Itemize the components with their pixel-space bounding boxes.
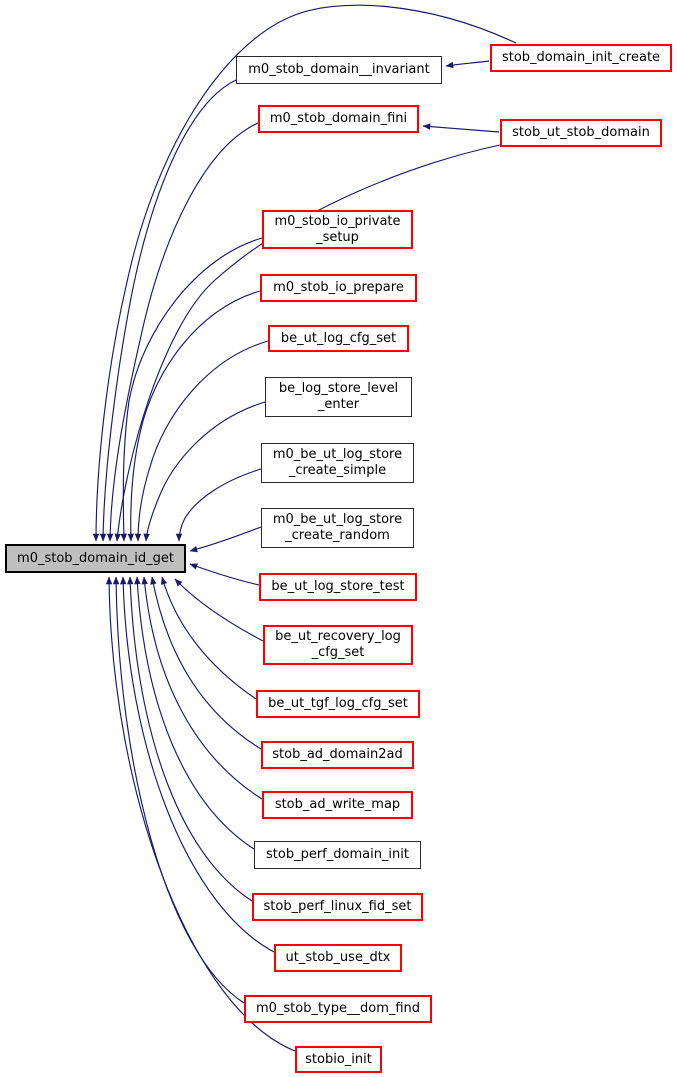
node-label: m0_stob_domain_fini [269, 111, 408, 126]
node-m0-stob-domain-fini[interactable]: m0_stob_domain_fini [258, 105, 419, 133]
edge-be-log-store-level-enter-to-center [143, 401, 266, 542]
edge-stobio-init-to-center [105, 576, 296, 1052]
node-label: ut_stob_use_dtx [285, 950, 391, 965]
node-m0-stob-type--dom-find[interactable]: m0_stob_type__dom_find [244, 995, 432, 1023]
edge-stob-ad-write-map-to-center [141, 576, 263, 800]
node-be-ut-tgf-log-cfg-set[interactable]: be_ut_tgf_log_cfg_set [256, 690, 420, 718]
node-label: stob_ad_write_map [274, 797, 401, 812]
edge-ut-stob-use-dtx-to-center [119, 576, 275, 953]
edge-stob-perf-linux-fid-set-to-center [127, 576, 253, 902]
node-label: m0_be_ut_log_store [272, 512, 403, 527]
node-label: be_ut_log_cfg_set [280, 330, 397, 346]
edge-m0-stob-io-prepare-to-center [127, 290, 261, 542]
node-m0-be-ut-log-store-create-random[interactable]: m0_be_ut_log_store _create_random [261, 508, 414, 548]
node-ut-stob-use-dtx[interactable]: ut_stob_use_dtx [274, 944, 402, 972]
node-label: stobio_init [305, 1051, 372, 1067]
node-label: be_ut_tgf_log_cfg_set [268, 696, 408, 711]
node-m0-be-ut-log-store-create-simple[interactable]: m0_be_ut_log_store _create_simple [261, 443, 414, 483]
edge-be-ut-tgf-log-cfg-set-to-center [160, 576, 257, 700]
edge-m0-stob-type--dom-find-to-center [112, 576, 245, 1004]
node-be-log-store-level-enter[interactable]: be_log_store_level _enter [265, 377, 412, 417]
edge-stob-perf-domain-init-to-center [134, 576, 255, 850]
edge-m0-stob-io-private-setup-to-center [120, 237, 263, 542]
edge-m0-stob-domain--invariant-to-center [99, 79, 237, 542]
node-label: stob_perf_domain_init [266, 847, 409, 862]
node-label: m0_stob_type__dom_find [255, 1001, 421, 1016]
node-label: stob_ut_stob_domain [512, 125, 650, 140]
edge-be-ut-log-store-test-to-center [189, 563, 260, 586]
edge-stob-ad-domain2ad-to-center [150, 576, 262, 750]
node-label: m0_be_ut_log_store [272, 447, 403, 462]
node-label: be_ut_log_store_test [271, 579, 405, 594]
node-be-ut-log-store-test[interactable]: be_ut_log_store_test [259, 573, 417, 601]
edge-m0-be-ut-log-store-create-simple-to-center [175, 468, 262, 542]
node-m0-stob-domain-id-get: m0_stob_domain_id_get [5, 544, 186, 573]
node-label: _enter [317, 397, 360, 412]
node-be-ut-log-cfg-set[interactable]: be_ut_log_cfg_set [268, 325, 409, 352]
node-stob-ad-write-map[interactable]: stob_ad_write_map [262, 791, 413, 819]
node-label: _setup [316, 229, 359, 245]
edge-stob-domain-init-create-to-invariant [445, 60, 490, 69]
node-label: be_ut_recovery_log [275, 629, 401, 644]
edge-stob-ut-stob-domain-to-center [114, 144, 501, 542]
node-stob-perf-domain-init[interactable]: stob_perf_domain_init [254, 841, 421, 869]
edge-be-ut-log-cfg-set-to-center [134, 340, 269, 542]
node-label: _create_simple [288, 463, 387, 478]
node-m0-stob-domain--invariant[interactable]: m0_stob_domain__invariant [236, 56, 442, 84]
edge-stob-domain-init-create-to-center [92, 4, 517, 542]
node-label: _create_random [285, 528, 390, 543]
edge-m0-be-ut-log-store-create-random-to-center [189, 526, 262, 553]
node-label: _cfg_set [311, 645, 365, 660]
node-label: m0_stob_domain_id_get [17, 550, 174, 566]
edge-m0-stob-domain-fini-to-center [106, 122, 259, 542]
node-stob-domain-init-create[interactable]: stob_domain_init_create [490, 44, 672, 72]
node-label: stob_domain_init_create [501, 50, 661, 65]
node-label: m0_stob_io_private [274, 213, 401, 229]
node-stobio-init[interactable]: stobio_init [295, 1046, 382, 1073]
edge-be-ut-recovery-log-cfg-set-to-center [174, 578, 264, 642]
node-label: m0_stob_io_prepare [273, 280, 404, 295]
node-stob-ut-stob-domain[interactable]: stob_ut_stob_domain [500, 119, 662, 147]
node-label: stob_ad_domain2ad [272, 747, 403, 762]
node-stob-ad-domain2ad[interactable]: stob_ad_domain2ad [261, 741, 414, 769]
node-label: be_log_store_level [278, 381, 399, 396]
node-label: m0_stob_domain__invariant [248, 62, 430, 77]
node-m0-stob-io-prepare[interactable]: m0_stob_io_prepare [260, 274, 417, 302]
edge-stob-ut-stob-domain-to-fini [422, 123, 500, 133]
node-label: stob_perf_linux_fid_set [263, 899, 412, 914]
node-stob-perf-linux-fid-set[interactable]: stob_perf_linux_fid_set [252, 893, 423, 921]
node-be-ut-recovery-log-cfg-set[interactable]: be_ut_recovery_log _cfg_set [263, 625, 413, 665]
node-m0-stob-io-private-setup[interactable]: m0_stob_io_private _setup [262, 210, 413, 249]
